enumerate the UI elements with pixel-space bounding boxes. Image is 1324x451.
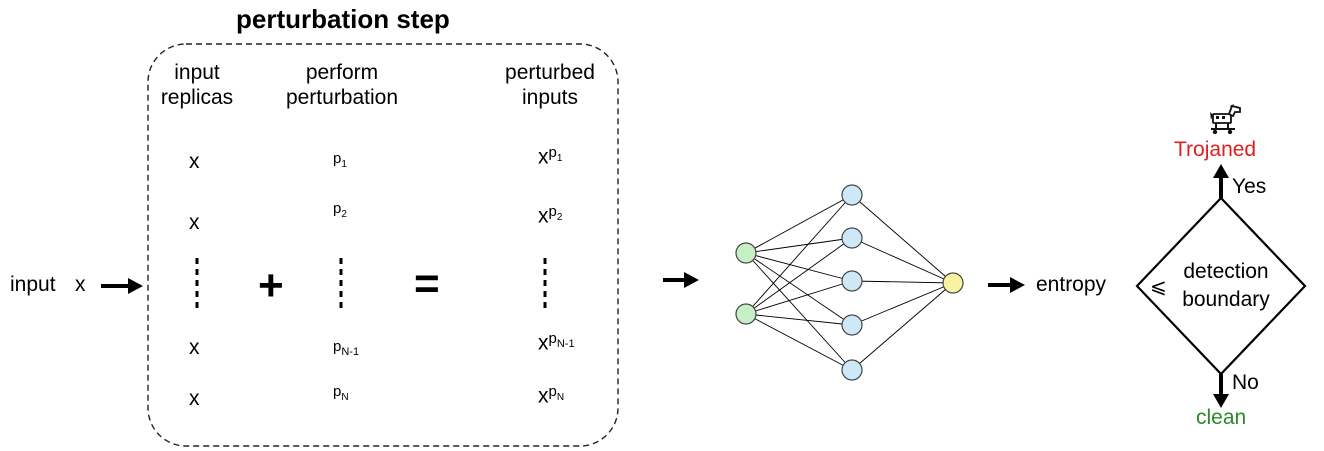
replica-x: x — [189, 336, 200, 359]
replica-x: x — [189, 387, 200, 410]
perturbed-x: xp2 — [538, 203, 563, 228]
output-node — [942, 272, 964, 294]
no-arrow — [1213, 374, 1229, 408]
equals-operator: = — [414, 259, 440, 308]
perturb-header: perform perturbation — [266, 60, 418, 110]
plus-operator: + — [258, 261, 284, 310]
perturbation-p: pN-1 — [333, 338, 360, 359]
perturbed-header: perturbed inputs — [488, 60, 612, 110]
hidden-node — [841, 227, 863, 249]
network-input-arrow — [663, 272, 699, 288]
hidden-node — [841, 314, 863, 336]
yes-label: Yes — [1232, 175, 1267, 198]
trojan-horse-icon — [1210, 104, 1241, 135]
detection-boundary-text: detection boundary — [1170, 258, 1282, 314]
detection-boundary-line: detection — [1183, 260, 1269, 283]
replica-x: x — [189, 150, 200, 173]
replicas-header-line: replicas — [160, 86, 234, 109]
yes-arrow — [1213, 164, 1229, 198]
clean-label: clean — [1196, 406, 1247, 429]
perturbation-box — [147, 43, 619, 447]
entropy-label: entropy — [1036, 273, 1107, 296]
detection-boundary-line: boundary — [1182, 288, 1270, 311]
network-nodes — [735, 184, 964, 381]
input-arrow — [101, 278, 143, 294]
hidden-node — [841, 270, 863, 292]
perturbed-header-line: inputs — [521, 86, 579, 109]
entropy-arrow — [988, 277, 1025, 293]
hidden-node — [841, 184, 863, 206]
neural-network — [745, 194, 954, 371]
input-node — [735, 242, 757, 264]
replicas-header-line: input — [174, 61, 220, 84]
perturbed-x: xpN — [538, 383, 565, 408]
comparator-symbol: ⩽ — [1150, 276, 1167, 298]
perturbed-x: xpN-1 — [538, 330, 575, 355]
no-label: No — [1232, 371, 1259, 394]
perturb-header-line: perform — [305, 61, 379, 84]
input-label: input — [10, 273, 56, 296]
perturbation-p: p2 — [333, 200, 347, 221]
hidden-node — [841, 359, 863, 381]
input-variable: x — [75, 273, 86, 296]
perturbation-p: pN — [333, 383, 349, 404]
perturbed-x: xp1 — [538, 144, 563, 169]
perturb-header-line: perturbation — [285, 86, 399, 109]
perturbation-p: p1 — [333, 150, 347, 171]
input-node — [735, 303, 757, 325]
trojaned-label: Trojaned — [1174, 138, 1257, 161]
diagram-title: perturbation step — [236, 4, 450, 34]
replica-x: x — [189, 211, 200, 234]
perturbed-header-line: perturbed — [505, 61, 595, 84]
replicas-header: input replicas — [152, 60, 242, 110]
